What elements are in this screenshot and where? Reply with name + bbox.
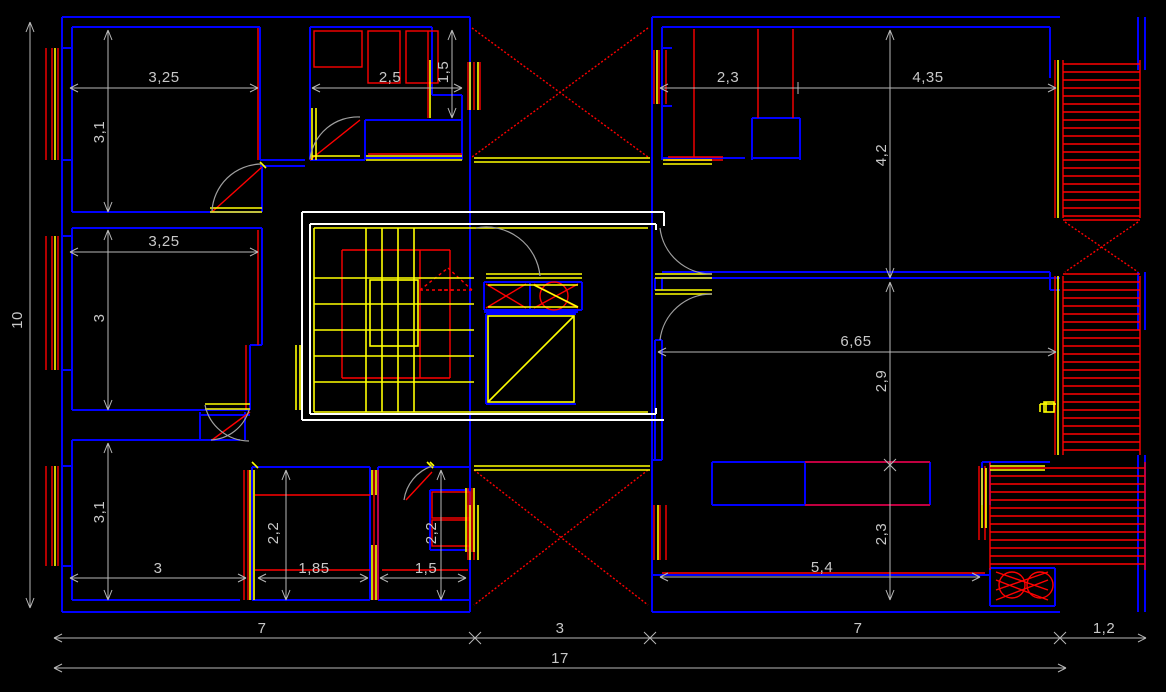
dim-text-overall-width: 17 [551, 650, 569, 667]
terrace-deck-lower [1054, 276, 1141, 455]
fixture-layer [45, 27, 1146, 606]
island-unit-yellow [487, 315, 575, 403]
dim-text-chain-7a: 7 [258, 620, 267, 637]
dim-text-bottom-left-width: 3 [154, 560, 163, 577]
dim-text-mid-right-width: 6,65 [840, 333, 871, 350]
dim-text-bath-b-width: 1,5 [415, 560, 437, 577]
dim-text-chain-3: 3 [556, 620, 565, 637]
dim-text-kitchen-depth: 1,5 [435, 61, 452, 83]
stair-enclosure-white [301, 211, 665, 421]
dim-text-chain-7b: 7 [854, 620, 863, 637]
dim-text-bath-b-height: 2,2 [423, 522, 440, 544]
dim-text-bottom-right-height: 2,3 [873, 523, 890, 545]
dimension-layer [25, 21, 1147, 673]
dim-text-top-left-width: 3,25 [148, 69, 179, 86]
dim-text-top-left-height: 3,1 [91, 121, 108, 143]
dim-text-kitchen-width: 2,5 [379, 69, 401, 86]
dim-text-bath-a-height: 2,2 [265, 522, 282, 544]
dimension-text-layer: 3,25 3,1 2,5 1,5 2,3 4,35 4,2 3,25 3 6,6… [9, 61, 1115, 667]
dim-text-top-right-bath-width: 2,3 [717, 69, 739, 86]
dim-text-top-right-height: 4,2 [873, 144, 890, 166]
terrace-deck-upper [1054, 60, 1141, 218]
dim-text-mid-right-height: 2,9 [873, 370, 890, 392]
dim-text-chain-12: 1,2 [1093, 620, 1115, 637]
dim-text-overall-height: 10 [9, 311, 26, 329]
door-swing-layer [204, 116, 713, 501]
terrace-deck-bottom [989, 462, 1146, 570]
dim-text-bottom-left-height: 3,1 [91, 501, 108, 523]
dim-text-mid-left-height: 3 [91, 314, 108, 323]
door-opening-layer [54, 48, 1059, 600]
stair-treads-yellow [313, 227, 648, 413]
dim-text-mid-left-width: 3,25 [148, 233, 179, 250]
dim-text-bottom-right-width: 5,4 [811, 559, 833, 576]
dim-text-bath-a-width: 1,85 [298, 560, 329, 577]
wc-fixture [995, 571, 1054, 601]
dim-text-top-right-width: 4,35 [912, 69, 943, 86]
